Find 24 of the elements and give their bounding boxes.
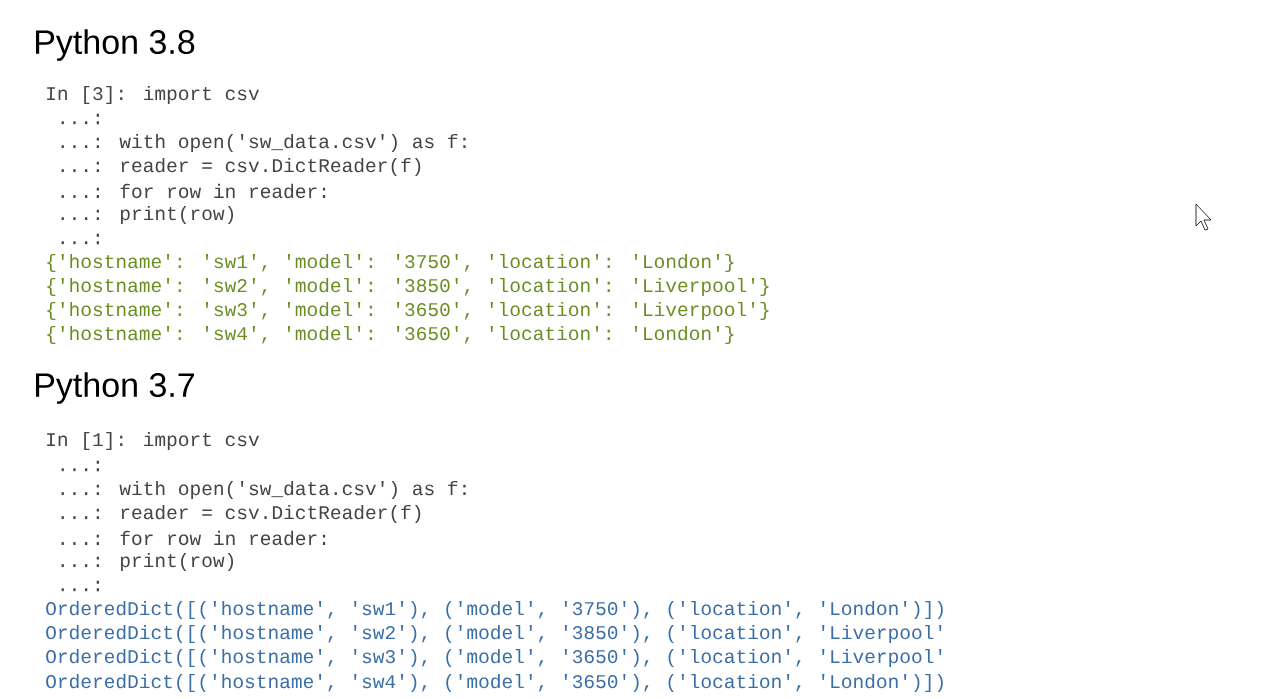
output-line: {'hostname': 'sw1', 'model': '3750', 'location': 'London'} [47,253,734,273]
code-line: ...: with open('sw_data.csv') as f: [61,133,466,153]
output-line: OrderedDict([('hostname', 'sw3'), ('model', '3650'), ('location', 'Liverpool' [46,648,942,668]
code-line: ...: for row in reader: [61,530,326,546]
code-line: In [1]: import csv [47,431,260,451]
output-line: OrderedDict([('hostname', 'sw2'), ('model', '3850'), ('location', 'Liverpool' [46,624,942,644]
code-line: ...: reader = csv.DictReader(f) [61,157,421,177]
code-line: ...: [61,580,99,592]
heading: Python 3.7 [36,372,194,404]
output-line: OrderedDict([('hostname', 'sw4'), ('model', '3650'), ('location', 'London')]) [46,673,943,693]
output-line: {'hostname': 'sw4', 'model': '3650', 'location': 'London'} [47,325,734,345]
output-line: OrderedDict([('hostname', 'sw1'), ('model', '3750'), ('location', 'London')]) [46,600,943,620]
code-line: ...: print(row) [61,552,233,572]
code-line: ...: reader = csv.DictReader(f) [61,504,421,524]
output-line: {'hostname': 'sw3', 'model': '3650', 'location': 'Liverpool'} [47,301,769,321]
code-line: ...: [61,460,99,472]
heading: Python 3.8 [36,29,195,61]
code-line: In [3]: import csv [47,85,260,105]
code-line: ...: [61,233,99,245]
code-line: ...: [61,113,99,125]
code-line: ...: for row in reader: [61,183,326,199]
code-line: ...: with open('sw_data.csv') as f: [61,480,466,500]
code-line: ...: print(row) [61,205,233,225]
output-line: {'hostname': 'sw2', 'model': '3850', 'location': 'Liverpool'} [47,277,769,297]
